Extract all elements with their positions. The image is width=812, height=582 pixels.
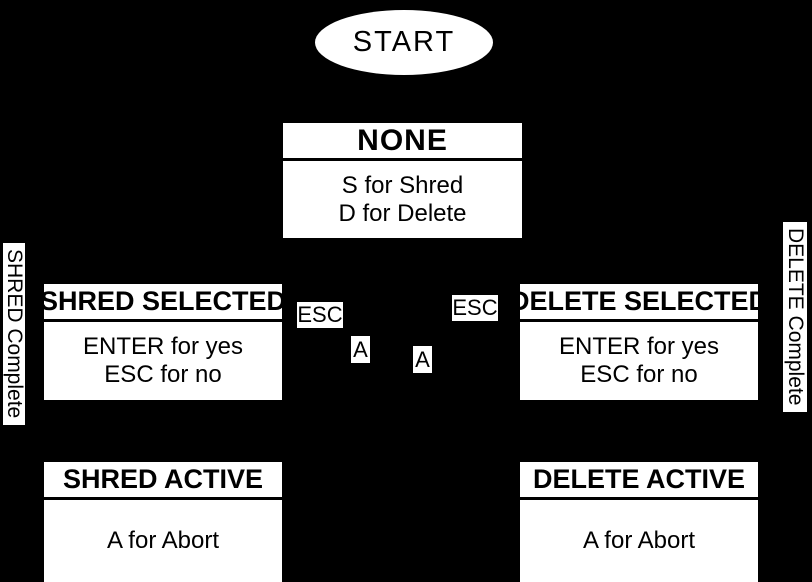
- state-delete-selected-line2: ESC for no: [580, 361, 698, 388]
- state-delete-selected-line1: ENTER for yes: [558, 333, 720, 360]
- edge-label-delete-complete: DELETE Complete: [783, 222, 807, 412]
- state-shred-active-body: A for Abort: [44, 500, 282, 582]
- state-none-line2: D for Delete: [338, 199, 467, 227]
- state-delete-selected-body: ENTER for yes ESC for no: [520, 322, 758, 400]
- state-shred-selected-line2: ESC for no: [104, 361, 222, 388]
- edge-label-esc-right: ESC: [452, 295, 498, 321]
- start-node: START: [315, 10, 493, 75]
- edge-label-esc-left: ESC: [297, 302, 343, 328]
- state-none-body: S for Shred D for Delete: [283, 161, 522, 238]
- start-node-label: START: [352, 26, 456, 58]
- state-none-line1: S for Shred: [341, 171, 464, 199]
- state-none: NONE S for Shred D for Delete: [283, 123, 522, 238]
- state-delete-selected-title: DELETE SELECTED: [510, 284, 768, 322]
- state-delete-active-line1: A for Abort: [582, 527, 696, 554]
- edge-label-a-right: A: [413, 346, 432, 373]
- state-delete-active: DELETE ACTIVE A for Abort: [520, 462, 758, 582]
- state-shred-active-line1: A for Abort: [106, 527, 220, 554]
- state-shred-active-title: SHRED ACTIVE: [44, 462, 282, 500]
- edge-label-shred-complete: SHRED Complete: [3, 243, 26, 425]
- state-delete-active-title: DELETE ACTIVE: [520, 462, 758, 500]
- state-shred-selected-body: ENTER for yes ESC for no: [44, 322, 282, 400]
- state-shred-selected: SHRED SELECTED ENTER for yes ESC for no: [40, 284, 286, 400]
- state-shred-active: SHRED ACTIVE A for Abort: [44, 462, 282, 582]
- state-delete-selected: DELETE SELECTED ENTER for yes ESC for no: [510, 284, 768, 400]
- state-delete-active-body: A for Abort: [520, 500, 758, 582]
- state-none-title: NONE: [283, 123, 522, 161]
- state-shred-selected-line1: ENTER for yes: [82, 333, 244, 360]
- state-shred-selected-title: SHRED SELECTED: [40, 284, 286, 322]
- edge-label-a-left: A: [351, 336, 370, 363]
